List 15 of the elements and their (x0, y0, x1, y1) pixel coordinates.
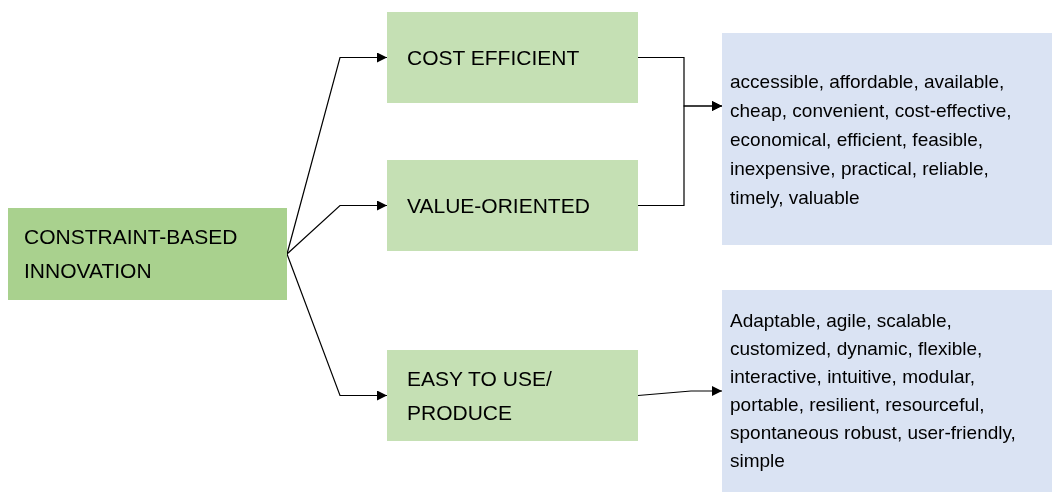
node-label: Adaptable, agile, scalable, customized, dynamic, flexible, interactive, intuitive, modular, portable, resilient, resourceful, spontaneous robust, user-friendly, simple (730, 309, 1017, 473)
node-label: CONSTRAINT-BASED INNOVATION (24, 224, 239, 284)
category-box (387, 12, 638, 103)
arrow (637, 101, 723, 207)
category-box (387, 160, 638, 251)
attribute-list-box (722, 290, 1052, 492)
node-label: accessible, affordable, available, cheap, convenient, cost-effective, economical, efficient, feasible, inexpensive, practical, reliable, timely, valuable (730, 69, 1013, 210)
node-label: VALUE-ORIENTED (407, 192, 591, 219)
node-label: COST EFFICIENT (407, 44, 581, 71)
attribute-list-box (722, 33, 1052, 245)
arrow (637, 386, 723, 397)
category-box (387, 350, 638, 441)
node-label: EASY TO USE/ PRODUCE (407, 365, 553, 426)
arrow (286, 200, 388, 255)
root-box (8, 208, 287, 300)
